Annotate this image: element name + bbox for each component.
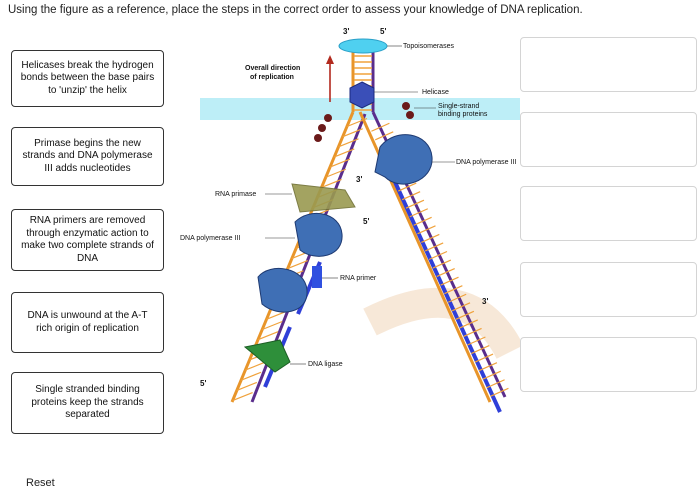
right-fork-rung xyxy=(490,387,509,397)
ssb-proteins xyxy=(314,102,414,142)
right-fork-rung xyxy=(486,379,505,389)
left-fork-rung xyxy=(266,310,287,320)
rna-primase-shape xyxy=(291,183,356,213)
label-dna-polymerase-left: DNA polymerase III xyxy=(180,235,240,242)
step-card-primase[interactable]: Primase begins the new strands and DNA p… xyxy=(11,127,164,186)
drop-slot-2[interactable] xyxy=(520,112,697,167)
left-fork-rung xyxy=(321,178,342,188)
rna-primer-shape xyxy=(312,266,322,288)
right-fork-rung xyxy=(428,250,448,261)
label-5prime-top: 5' xyxy=(380,27,386,36)
label-3prime-top: 3' xyxy=(343,27,349,36)
label-topoisomerases: Topoisomerases xyxy=(403,43,454,50)
right-fork-rung xyxy=(470,345,490,355)
right-fork-rung xyxy=(467,336,486,346)
helicase-shape xyxy=(349,81,375,109)
right-fork-rung xyxy=(436,268,455,278)
label-helicase: Helicase xyxy=(422,89,449,96)
dna-polymerase-lower-shape xyxy=(257,268,308,313)
background-swirl xyxy=(363,287,520,360)
left-fork-rung xyxy=(240,371,262,381)
step-card-helicase[interactable]: Helicases break the hydrogen bonds betwe… xyxy=(11,50,164,107)
right-fork-rung xyxy=(409,208,429,218)
step-card-unwound-origin[interactable]: DNA is unwound at the A-T rich origin of… xyxy=(11,292,164,353)
right-fork-rung xyxy=(447,293,467,303)
right-fork-rung xyxy=(417,225,436,235)
right-fork-rung xyxy=(463,327,482,337)
label-binding-proteins: binding proteins xyxy=(438,111,488,118)
topoisomerase-shape xyxy=(338,38,388,54)
instruction-text: Using the figure as a reference, place t… xyxy=(8,4,583,16)
right-fork-rung xyxy=(451,302,471,312)
left-fork xyxy=(230,111,368,403)
dna-polymerase-left-shape xyxy=(294,213,343,257)
right-fork-rung xyxy=(401,191,421,201)
dna-polymerase-right-shape xyxy=(374,134,433,185)
left-fork-rung xyxy=(245,361,266,371)
right-fork-rung xyxy=(478,362,498,372)
left-fork-rung xyxy=(342,128,363,138)
label-3prime-mid: 3' xyxy=(356,175,362,184)
right-fork-rung xyxy=(398,182,417,192)
label-rna-primase: RNA primase xyxy=(215,191,256,198)
left-fork-rung xyxy=(334,148,355,158)
label-5prime-mid: 5' xyxy=(363,217,369,226)
left-fork-rung xyxy=(232,391,253,402)
label-rna-primer: RNA primer xyxy=(340,275,377,282)
label-dna-ligase: DNA ligase xyxy=(308,361,343,368)
step-card-rna-primers-removed[interactable]: RNA primers are removed through enzymati… xyxy=(11,209,164,271)
label-3prime-right: 3' xyxy=(482,297,488,306)
right-fork-rung xyxy=(413,216,432,226)
label-overall-direction: Overall direction xyxy=(245,65,300,72)
right-fork-rung xyxy=(459,319,478,329)
label-dna-polymerase-right: DNA polymerase III xyxy=(456,159,516,166)
right-fork-rung xyxy=(444,285,463,295)
left-fork-rung xyxy=(236,381,258,391)
dna-ligase-shape xyxy=(243,339,291,373)
right-fork-rung xyxy=(482,370,502,380)
drop-slot-5[interactable] xyxy=(520,337,697,392)
left-fork-rung xyxy=(257,331,279,341)
left-fork-rung xyxy=(338,138,359,148)
right-fork-rung xyxy=(371,122,390,132)
dna-replication-figure: Topoisomerases 3' 5' 3' 5' 3' 5' Overall… xyxy=(180,27,520,413)
label-of-replication: of replication xyxy=(250,74,294,81)
right-fork-rung xyxy=(440,276,459,286)
left-fork-rung xyxy=(325,168,346,178)
left-fork-rung xyxy=(262,320,283,331)
right-fork-rung xyxy=(405,199,425,209)
left-fork-rung xyxy=(329,158,351,168)
label-single-strand: Single-strand xyxy=(438,103,479,110)
drop-slot-4[interactable] xyxy=(520,262,697,317)
drop-slot-1[interactable] xyxy=(520,37,697,92)
left-fork-rung xyxy=(287,260,308,270)
ssb-highlight-band xyxy=(200,98,520,120)
right-fork-rung xyxy=(455,310,475,320)
right-fork-rung xyxy=(424,242,444,252)
label-5prime-bottom: 5' xyxy=(200,379,206,388)
right-fork-rung xyxy=(421,233,440,243)
right-fork-rung xyxy=(432,259,452,269)
right-fork-rung xyxy=(374,131,394,141)
reset-button[interactable]: Reset xyxy=(26,477,55,489)
step-card-ssb[interactable]: Single stranded binding proteins keep th… xyxy=(11,372,164,434)
right-fork-rung xyxy=(474,353,494,363)
drop-slot-3[interactable] xyxy=(520,186,697,241)
